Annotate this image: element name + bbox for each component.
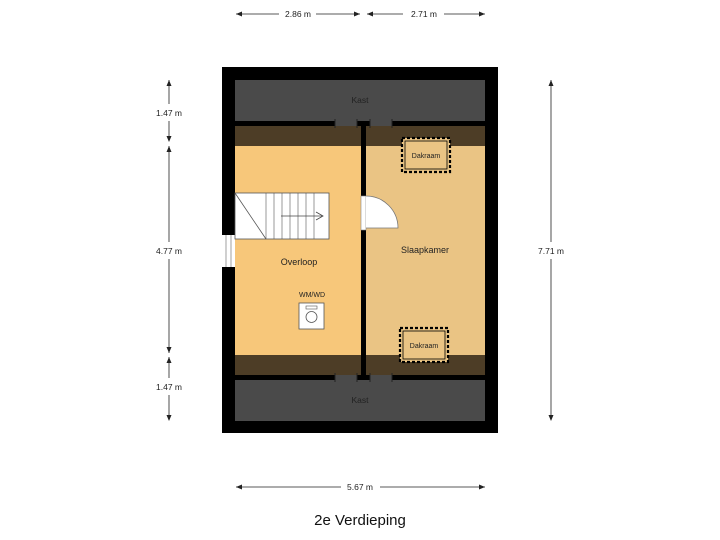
staircase [234,192,330,240]
slope-shadow-bottom-right [366,355,485,376]
kast-top-label: Kast [351,95,369,105]
dim-left-bottom-text: 1.47 m [156,382,182,392]
door-swing [365,195,399,229]
overloop-label: Overloop [281,257,318,267]
slope-shadow-bottom-left [235,355,361,376]
dakraam-bottom-label: Dakraam [410,343,439,350]
dim-bottom-text: 5.67 m [347,482,373,492]
dim-left-middle-text: 4.77 m [156,246,182,256]
slope-shadow-top-right [366,125,485,146]
kast-top-door-left [335,121,357,126]
wall-kast-top [235,121,485,126]
wall-center [361,121,366,380]
dim-right-text: 7.71 m [538,246,564,256]
kast-bottom-label: Kast [351,395,369,405]
window-left [222,235,235,267]
floor-title: 2e Verdieping [314,512,406,529]
kast-top-door-right [370,121,392,126]
dim-left-top-text: 1.47 m [156,108,182,118]
kast-bottom-door-right [370,375,392,380]
dimension-top-right [367,11,485,17]
washing-machine-icon [305,311,318,323]
dakraam-top-frame [400,136,452,174]
slope-shadow-top-left [235,125,361,146]
overloop-area [235,125,361,376]
dim-top-left-text: 2.86 m [285,9,311,19]
dakraam-bottom-frame [398,326,450,364]
dimension-top-left [236,11,360,17]
slaapkamer-label: Slaapkamer [401,245,449,255]
kast-top-area [235,80,485,125]
wm-wd-label: WM/WD [299,292,325,299]
dimension-right [548,80,554,421]
dakraam-bottom-inner [402,330,446,360]
dakraam-top-inner [404,140,448,170]
dakraam-top-label: Dakraam [412,153,441,160]
wm-wd-appliance [298,302,325,330]
dim-top-right-text: 2.71 m [411,9,437,19]
door-opening [360,195,367,231]
wall-kast-bottom [235,375,485,380]
kast-bottom-area [235,376,485,421]
kast-bottom-door-left [335,375,357,380]
dimension-bottom [236,484,485,490]
dimension-left [166,80,172,421]
